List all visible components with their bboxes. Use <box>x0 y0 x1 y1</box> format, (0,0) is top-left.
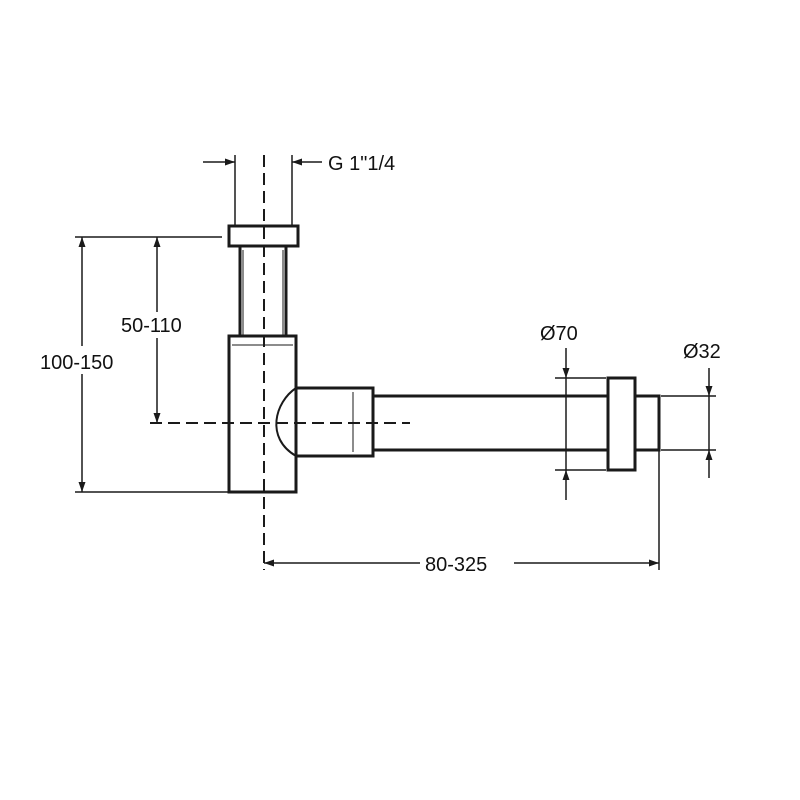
wall-distance-label: 80-325 <box>425 554 487 576</box>
outlet-height-label-bg <box>118 312 200 338</box>
sleeve-inner-arc <box>275 387 297 457</box>
wall-stub <box>633 394 661 452</box>
outlet-diameter-label: Ø32 <box>683 341 721 363</box>
total-height-label: 100-150 <box>40 352 113 374</box>
center-lines <box>150 155 410 570</box>
dimension-lines <box>75 155 716 570</box>
trap-outline <box>227 224 661 494</box>
wall-rosette <box>606 376 637 472</box>
height-label-bg <box>36 346 132 374</box>
thread-size-label: G 1"1/4 <box>328 153 395 175</box>
outlet-height-label: 50-110 <box>121 315 182 337</box>
body-diameter-label: Ø70 <box>540 323 578 345</box>
bottle-body <box>227 334 298 494</box>
